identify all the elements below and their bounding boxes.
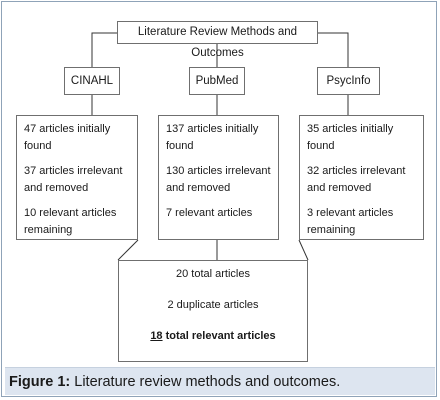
initial-count-text: 137 articles initially found [166,123,259,152]
total-relevant-text: 18 total relevant articles [119,330,307,342]
initial-count-text: 35 articles initially found [307,123,394,152]
total-articles-text: 20 total articles [176,268,250,280]
total-relevant-number: 18 [150,330,163,342]
database-box-psycinfo: PsycInfo [317,67,380,95]
total-relevant-suffix: total relevant articles [162,330,276,342]
database-box-pubmed: PubMed [189,67,245,95]
remaining-count-text: 7 relevant articles [166,207,253,219]
results-box-pubmed: 137 articles initially found 130 article… [158,115,279,240]
irrelevant-count-text: 37 articles irrelevant and removed [24,165,123,194]
remaining-count-text: 10 relevant articles remaining [24,207,117,236]
results-box-psycinfo: 35 articles initially found 32 articles … [299,115,424,240]
figure-caption: Figure 1: Literature review methods and … [5,367,435,395]
totals-box: 20 total articles 2 duplicate articles 1… [118,260,308,362]
connector-psycinfo-to-total [298,239,309,261]
irrelevant-count-text: 130 articles irrelevant and removed [166,165,271,194]
connector-title-to-cinahl [91,32,117,67]
connector-title-to-psycinfo [318,32,349,67]
caption-text: Literature review methods and outcomes. [70,374,341,390]
duplicate-articles-text: 2 duplicate articles [167,299,259,311]
remaining-count-text: 3 relevant articles remaining [307,207,394,236]
database-box-cinahl: CINAHL [64,67,120,95]
connector-cinahl-to-total [117,239,139,261]
caption-label: Figure 1: [9,374,71,390]
initial-count-text: 47 articles initially found [24,123,111,152]
irrelevant-count-text: 32 articles irrelevant and removed [307,165,406,194]
results-box-cinahl: 47 articles initially found 37 articles … [16,115,138,240]
diagram-title-box: Literature Review Methods and Outcomes [117,21,318,59]
